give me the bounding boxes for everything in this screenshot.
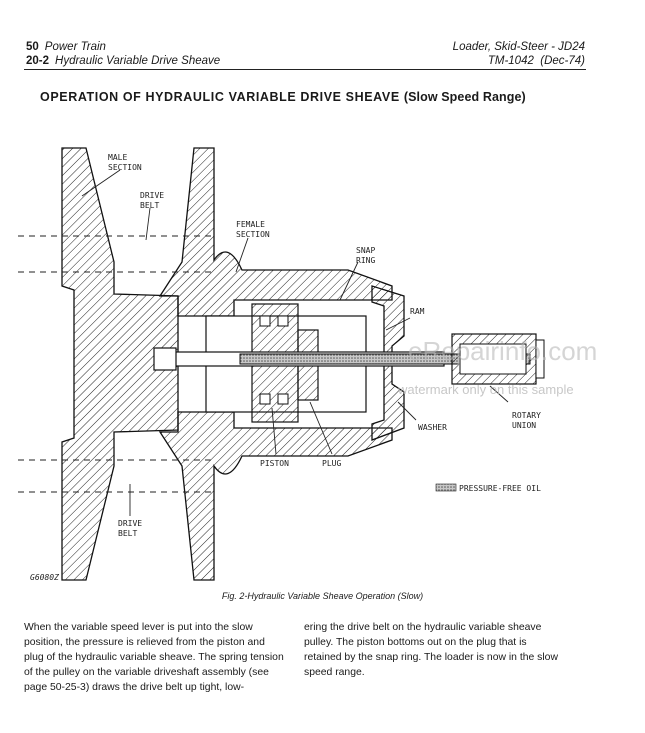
label-male-section-2: SECTION — [108, 163, 142, 172]
title-main: OPERATION OF HYDRAULIC VARIABLE DRIVE SH… — [40, 90, 400, 104]
header-section-line: 20-2 Hydraulic Variable Drive Sheave — [26, 54, 220, 68]
label-male-section-1: MALE — [108, 153, 127, 162]
header-rule — [24, 69, 586, 70]
watermark-site: eRepairinfo.com — [408, 336, 597, 366]
label-female-section-1: FEMALE — [236, 220, 265, 229]
section-number: 20-2 — [26, 55, 50, 67]
sheave-diagram: MALE SECTION DRIVE BELT FEMALE SECTION S… — [18, 147, 597, 582]
seal-top — [259, 315, 271, 327]
label-drive-belt-bottom-1: DRIVE — [118, 519, 142, 528]
rotary-union-cap — [535, 339, 545, 379]
header-chapter-line: 50 Power Train — [26, 40, 106, 54]
label-drive-belt-bottom-2: BELT — [118, 529, 137, 538]
label-drive-belt-top-1: DRIVE — [140, 191, 164, 200]
seal-top-2 — [277, 315, 289, 327]
body-text-column-1: When the variable speed lever is put int… — [24, 622, 284, 693]
label-female-section-2: SECTION — [236, 230, 270, 239]
label-snap-ring-1: SNAP — [356, 246, 375, 255]
label-pressure-free-oil: PRESSURE-FREE OIL — [459, 484, 541, 493]
rotary-union-bore — [459, 343, 527, 375]
label-piston: PISTON — [260, 459, 289, 468]
label-rotary-union-2: UNION — [512, 421, 536, 430]
watermark-note: watermark only on this sample — [397, 382, 574, 397]
body-text-column-2: ering the drive belt on the hydraulic va… — [304, 622, 558, 678]
female-section-lower — [158, 411, 393, 581]
seal-bottom-2 — [277, 393, 289, 405]
chapter-name: Power Train — [44, 41, 106, 53]
label-drive-belt-top-2: BELT — [140, 201, 159, 210]
page-title: OPERATION OF HYDRAULIC VARIABLE DRIVE SH… — [40, 90, 526, 104]
section-name: Hydraulic Variable Drive Sheave — [55, 55, 221, 67]
figure-code: G6080Z — [30, 573, 59, 582]
shaft-nut — [153, 347, 177, 371]
label-washer: WASHER — [418, 423, 447, 432]
title-sub: (Slow Speed Range) — [403, 90, 526, 104]
header-machine: Loader, Skid-Steer - JD24 — [452, 41, 585, 53]
label-rotary-union-1: ROTARY — [512, 411, 541, 420]
manual-edition: (Dec-74) — [540, 55, 585, 67]
legend-swatch — [435, 483, 457, 492]
seal-bottom — [259, 393, 271, 405]
manual-number: TM-1042 — [487, 55, 534, 67]
leader-lines — [81, 169, 509, 516]
female-section-shape — [158, 147, 393, 317]
figure-caption: Fig. 2-Hydraulic Variable Sheave Operati… — [221, 591, 424, 601]
header-manual: TM-1042 (Dec-74) — [488, 54, 585, 68]
label-plug: PLUG — [322, 459, 341, 468]
male-section-shape — [61, 147, 179, 581]
label-ram: RAM — [410, 307, 425, 316]
page-number: 50 — [26, 41, 39, 53]
label-snap-ring-2: RING — [356, 256, 375, 265]
